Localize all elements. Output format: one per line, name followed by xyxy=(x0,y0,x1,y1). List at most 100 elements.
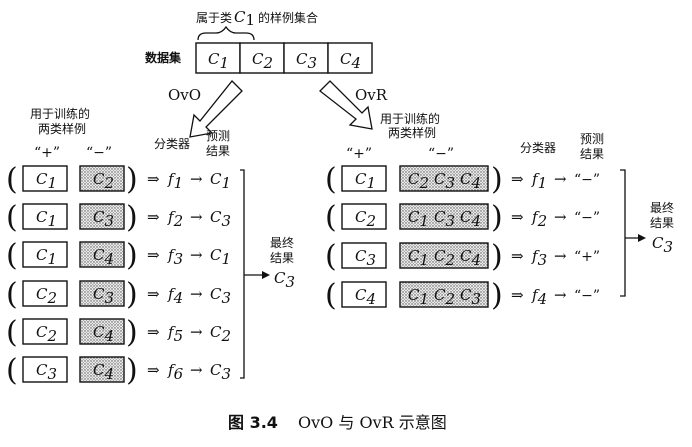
negative-class-label: C2 xyxy=(434,247,455,269)
ovo-pred-header-1: 预测 xyxy=(206,129,230,143)
negative-class-label: C4 xyxy=(460,170,481,192)
ovo-final-arrowhead xyxy=(262,271,270,279)
classifier-label: f3 xyxy=(167,246,183,268)
right-arrow: → xyxy=(190,361,203,379)
negative-classes-box xyxy=(399,242,489,269)
negative-class-box xyxy=(79,280,125,307)
implies-symbol: ⇒ xyxy=(147,323,160,341)
right-paren: ) xyxy=(491,278,503,313)
classifier-label: f2 xyxy=(167,208,183,230)
negative-class-box xyxy=(79,241,125,268)
negative-class-box xyxy=(79,203,125,230)
ovo-minus-label: “−” xyxy=(86,145,112,161)
ovo-final-header-2: 结果 xyxy=(270,251,294,265)
implies-symbol: ⇒ xyxy=(511,208,524,226)
left-paren: ( xyxy=(6,315,18,350)
negative-class-box xyxy=(79,318,125,345)
dataset-label: 数据集 xyxy=(145,50,182,65)
prediction-label: C3 xyxy=(210,208,231,230)
negative-class-label: C1 xyxy=(408,247,429,269)
caption-title: OvO 与 OvR 示意图 xyxy=(298,413,447,432)
negative-class-label: C4 xyxy=(460,247,481,269)
ovo-arrow-label: OvO xyxy=(168,86,201,104)
positive-class-label: C3 xyxy=(36,361,57,383)
prediction-label: C1 xyxy=(210,170,231,192)
negative-class-label: C4 xyxy=(93,361,114,383)
left-paren: ( xyxy=(6,238,18,273)
negative-class-label: C3 xyxy=(93,285,114,307)
classifier-label: f4 xyxy=(531,286,547,308)
classifier-label: f4 xyxy=(167,285,183,307)
ovr-final-header-2: 结果 xyxy=(650,216,674,230)
positive-class-box xyxy=(22,165,68,192)
classifier-label: f5 xyxy=(167,323,183,345)
left-paren: ( xyxy=(325,278,337,313)
right-arrow: → xyxy=(190,170,203,188)
right-arrow: → xyxy=(190,208,203,226)
dataset-cell-label: C2 xyxy=(252,50,273,72)
positive-class-label: C2 xyxy=(355,208,376,230)
negative-class-label: C3 xyxy=(460,286,481,308)
right-arrow: → xyxy=(190,285,203,303)
implies-symbol: ⇒ xyxy=(147,285,160,303)
ovr-pair-header-2: 两类样例 xyxy=(388,125,436,140)
dataset-cell-label: C1 xyxy=(208,50,229,72)
positive-class-label: C3 xyxy=(355,247,376,269)
ovr-final: 最终 结果 C3 xyxy=(620,169,674,297)
right-arrow: → xyxy=(190,246,203,264)
right-paren: ) xyxy=(126,353,138,388)
right-paren: ) xyxy=(126,277,138,312)
ovr-classifier-header: 分类器 xyxy=(520,141,556,155)
implies-symbol: ⇒ xyxy=(511,170,524,188)
left-paren: ( xyxy=(325,239,337,274)
prediction-label: C3 xyxy=(210,361,231,383)
ovr-headers: 用于训练的 两类样例 “+” “−” 分类器 预测 结果 xyxy=(346,111,604,162)
implies-symbol: ⇒ xyxy=(147,208,160,226)
dataset-cell xyxy=(239,42,285,74)
left-paren: ( xyxy=(325,162,337,197)
left-paren: ( xyxy=(325,200,337,235)
figure-caption: 图 3.4 OvO 与 OvR 示意图 xyxy=(228,413,447,432)
positive-class-label: C2 xyxy=(36,285,57,307)
left-paren: ( xyxy=(6,200,18,235)
ovo-final-header-1: 最终 xyxy=(270,235,294,250)
negative-classes-box xyxy=(399,281,489,308)
right-paren: ) xyxy=(126,315,138,350)
classifier-label: f1 xyxy=(167,170,183,192)
caption-fig-number: 图 3.4 xyxy=(228,413,278,432)
ovr-bracket xyxy=(620,169,640,297)
brace xyxy=(197,25,255,41)
positive-class-label: C1 xyxy=(355,170,376,192)
negative-classes-box xyxy=(399,165,489,192)
positive-class-label: C1 xyxy=(36,170,57,192)
ovr-pred-header-1: 预测 xyxy=(580,132,604,146)
implies-symbol: ⇒ xyxy=(147,170,160,188)
negative-classes-box xyxy=(399,203,489,230)
ovo-final: 最终 结果 C3 xyxy=(240,169,295,379)
negative-class-label: C4 xyxy=(93,246,114,268)
right-arrow: → xyxy=(554,208,567,226)
classifier-label: f6 xyxy=(167,361,184,383)
ovo-bracket xyxy=(240,169,264,379)
negative-class-box xyxy=(79,356,125,383)
ovr-arrow-label: OvR xyxy=(355,86,388,104)
implies-symbol: ⇒ xyxy=(511,247,524,265)
ovr-pred-header-2: 结果 xyxy=(580,147,604,161)
dataset-cell xyxy=(327,42,373,74)
positive-class-box xyxy=(341,165,387,192)
left-paren: ( xyxy=(6,353,18,388)
ovr-arrow: OvR xyxy=(319,80,388,130)
prediction-label: C3 xyxy=(210,285,231,307)
right-arrow: → xyxy=(554,170,567,188)
right-arrow: → xyxy=(554,286,567,304)
positive-class-box xyxy=(341,242,387,269)
